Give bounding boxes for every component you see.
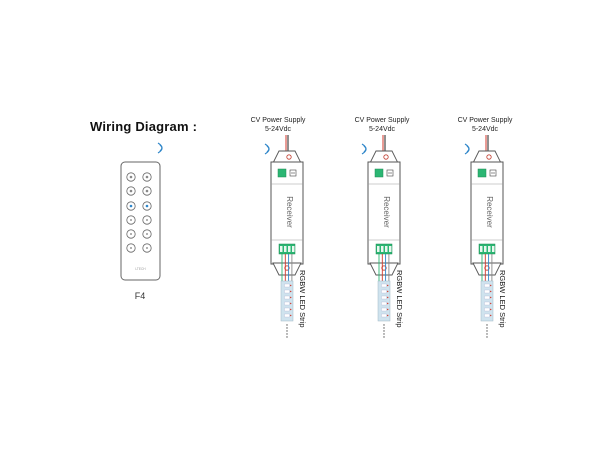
strip-continuation-dot [486, 336, 488, 338]
screw-hole [286, 154, 292, 160]
remote-buttons [126, 172, 152, 253]
led-chip [381, 301, 387, 306]
led-chip [484, 283, 490, 288]
receiver-label: Receiver [285, 196, 294, 228]
wireless-signal-icon [361, 143, 367, 155]
led-chip [381, 307, 387, 312]
rgbw-led-strip [280, 280, 294, 322]
strip-continuation-dot [383, 324, 385, 326]
screw-hole [284, 265, 290, 271]
wireless-signal-icon [464, 143, 470, 155]
strip-continuation-dot [286, 324, 288, 326]
psu-label-1: CV Power Supply 5-24Vdc [233, 116, 323, 134]
diagram-title: Wiring Diagram : [90, 119, 198, 134]
psu-label-line2: 5-24Vdc [368, 126, 396, 133]
wireless-signal-icon [264, 143, 270, 155]
psu-label-line1: CV Power Supply [354, 117, 410, 124]
strip-continuation-dot [286, 336, 288, 338]
strip-continuation-dot [286, 330, 288, 332]
led-chip [381, 289, 387, 294]
psu-label-line2: 5-24Vdc [264, 126, 292, 133]
psu-label-line2: 5-24Vdc [471, 126, 499, 133]
led-chip [484, 313, 490, 318]
remote-control: LTECH [120, 142, 163, 281]
receiver-label: Receiver [485, 196, 494, 228]
remote-brand-mark: LTECH [135, 267, 146, 271]
terminal-block-icon [277, 168, 287, 178]
led-chip [284, 301, 290, 306]
strip-continuation-dot [383, 333, 385, 335]
strip-continuation-dot [486, 327, 488, 329]
strip-continuation-dot [383, 336, 385, 338]
rgbw-led-strip [480, 280, 494, 322]
output-terminal-block [278, 243, 296, 255]
strip-continuation-dot [486, 333, 488, 335]
led-chip [284, 283, 290, 288]
screw-hole [383, 154, 389, 160]
receiver-label: Receiver [382, 196, 391, 228]
strip-label: RGBW LED Strip [298, 270, 307, 328]
led-chip [484, 289, 490, 294]
led-chip [484, 301, 490, 306]
psu-label-line1: CV Power Supply [457, 117, 513, 124]
led-chip [284, 295, 290, 300]
terminal-block-icon [477, 168, 487, 178]
output-terminal-block [375, 243, 393, 255]
led-chip [381, 313, 387, 318]
led-chip [484, 295, 490, 300]
rgbw-led-strip [377, 280, 391, 322]
strip-label: RGBW LED Strip [395, 270, 404, 328]
strip-continuation-dot [383, 327, 385, 329]
led-chip [284, 307, 290, 312]
led-chip [484, 307, 490, 312]
led-chip [284, 289, 290, 294]
strip-continuation-dot [383, 330, 385, 332]
psu-label-2: CV Power Supply 5-24Vdc [337, 116, 427, 134]
remote-model-label: F4 [134, 291, 146, 301]
strip-continuation-dot [486, 330, 488, 332]
strip-label: RGBW LED Strip [498, 270, 507, 328]
wireless-signal-icon [157, 142, 163, 154]
strip-continuation-dot [486, 324, 488, 326]
screw-hole [381, 265, 387, 271]
psu-label-3: CV Power Supply 5-24Vdc [440, 116, 530, 134]
output-terminal-block [478, 243, 496, 255]
led-chip [284, 313, 290, 318]
strip-continuation-dot [286, 327, 288, 329]
screw-hole [486, 154, 492, 160]
psu-label-line1: CV Power Supply [250, 117, 306, 124]
strip-continuation-dot [286, 333, 288, 335]
screw-hole [484, 265, 490, 271]
led-chip [381, 283, 387, 288]
terminal-block-icon [374, 168, 384, 178]
led-chip [381, 295, 387, 300]
